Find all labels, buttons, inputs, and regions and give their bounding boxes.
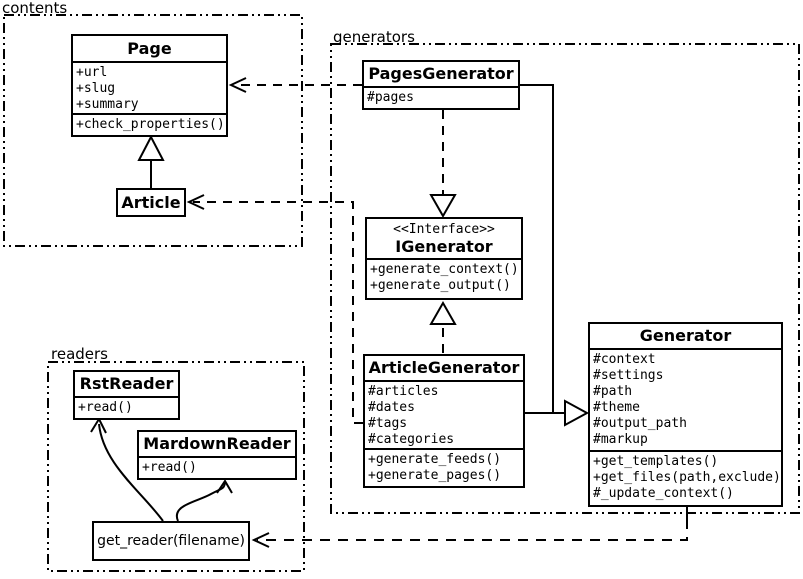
realization-triangle-igenerator-bottom (429, 300, 457, 325)
curve-arrowhead-mardownreader (216, 479, 233, 494)
class-title: ArticleGenerator (368, 358, 520, 377)
methods-compartment: +get_templates() +get_files(path,exclude… (590, 450, 781, 505)
methods-compartment: +read() (75, 396, 178, 418)
attribute-line: +slug (76, 81, 116, 96)
attributes-compartment: +url +slug +summary (73, 61, 226, 113)
method-line: +generate_pages() (368, 468, 502, 483)
class-box-generator: Generator #context #settings #path #them… (588, 322, 783, 507)
methods-compartment: +check_properties() (73, 113, 226, 135)
dependency-arrowhead-getreader (251, 532, 270, 548)
class-title: MardownReader (143, 434, 291, 453)
method-line: #_update_context() (593, 486, 734, 501)
inheritance-line-pagesgenerator-to-generator (520, 84, 554, 413)
dependency-arrowhead-article (186, 194, 205, 210)
attribute-line: #theme (593, 400, 640, 415)
class-title: Article (121, 192, 181, 212)
method-line: +check_properties() (76, 117, 225, 132)
attribute-line: #articles (368, 384, 439, 399)
attribute-line: #context (593, 352, 656, 367)
methods-compartment: +generate_context() +generate_output() (367, 258, 521, 298)
attribute-line: #pages (367, 90, 414, 105)
method-line: +read() (78, 400, 133, 415)
dependency-line-generator-to-getreader (257, 519, 688, 541)
class-title: PagesGenerator (368, 64, 514, 83)
attribute-line: #categories (368, 432, 455, 447)
package-border-contents (3, 14, 303, 247)
dependency-arrowhead-page (228, 77, 247, 93)
attribute-line: #tags (368, 416, 408, 431)
method-line: +generate_feeds() (368, 452, 502, 467)
method-line: +generate_output() (370, 278, 511, 293)
function-label: get_reader(filename) (97, 533, 245, 549)
curve-line-getreader-to-rstreader (98, 423, 164, 522)
package-border-generators (330, 43, 800, 514)
dependency-line-articlegenerator-to-article (193, 201, 363, 424)
realization-triangle-igenerator-top (429, 194, 457, 219)
methods-compartment: +generate_feeds() +generate_pages() (365, 448, 523, 486)
class-box-mardownreader: MardownReader +read() (137, 430, 297, 480)
class-box-article: Article (116, 188, 186, 217)
class-box-pagesgenerator: PagesGenerator #pages (362, 60, 520, 110)
package-label-readers: readers (51, 345, 108, 363)
interface-stereotype: <<Interface>> (393, 221, 495, 237)
inheritance-triangle-generator (564, 399, 590, 427)
class-box-articlegenerator: ArticleGenerator #articles #dates #tags … (363, 354, 525, 488)
methods-compartment: +read() (139, 456, 295, 478)
attribute-line: #markup (593, 432, 648, 447)
package-border-readers (47, 361, 305, 572)
method-line: +read() (142, 460, 197, 475)
attribute-line: +summary (76, 97, 139, 112)
inheritance-triangle-page (137, 134, 165, 161)
attributes-compartment: #articles #dates #tags #categories (365, 380, 523, 448)
method-line: +get_templates() (593, 454, 719, 469)
attribute-line: #output_path (593, 416, 687, 431)
class-box-igenerator: <<Interface>> IGenerator +generate_conte… (365, 217, 523, 300)
attributes-compartment: #context #settings #path #theme #output_… (590, 348, 781, 450)
attribute-line: #path (593, 384, 633, 399)
class-title: Generator (639, 326, 732, 345)
class-title-text: IGenerator (395, 236, 493, 256)
attribute-line: #settings (593, 368, 664, 383)
class-title: RstReader (79, 374, 174, 393)
method-line: +generate_context() (370, 262, 519, 277)
attributes-compartment: #pages (364, 86, 518, 108)
package-label-contents: contents (2, 0, 68, 17)
curve-line-getreader-to-mardownreader (175, 482, 226, 522)
attribute-line: +url (76, 65, 108, 80)
class-box-rstreader: RstReader +read() (73, 370, 180, 420)
function-box-get-reader: get_reader(filename) (92, 521, 250, 561)
class-title: Page (127, 38, 172, 58)
package-label-generators: generators (333, 28, 415, 46)
class-title: <<Interface>> IGenerator (367, 219, 521, 258)
attribute-line: #dates (368, 400, 415, 415)
class-box-page: Page +url +slug +summary +check_properti… (71, 34, 228, 137)
method-line: +get_files(path,exclude) (593, 470, 781, 485)
